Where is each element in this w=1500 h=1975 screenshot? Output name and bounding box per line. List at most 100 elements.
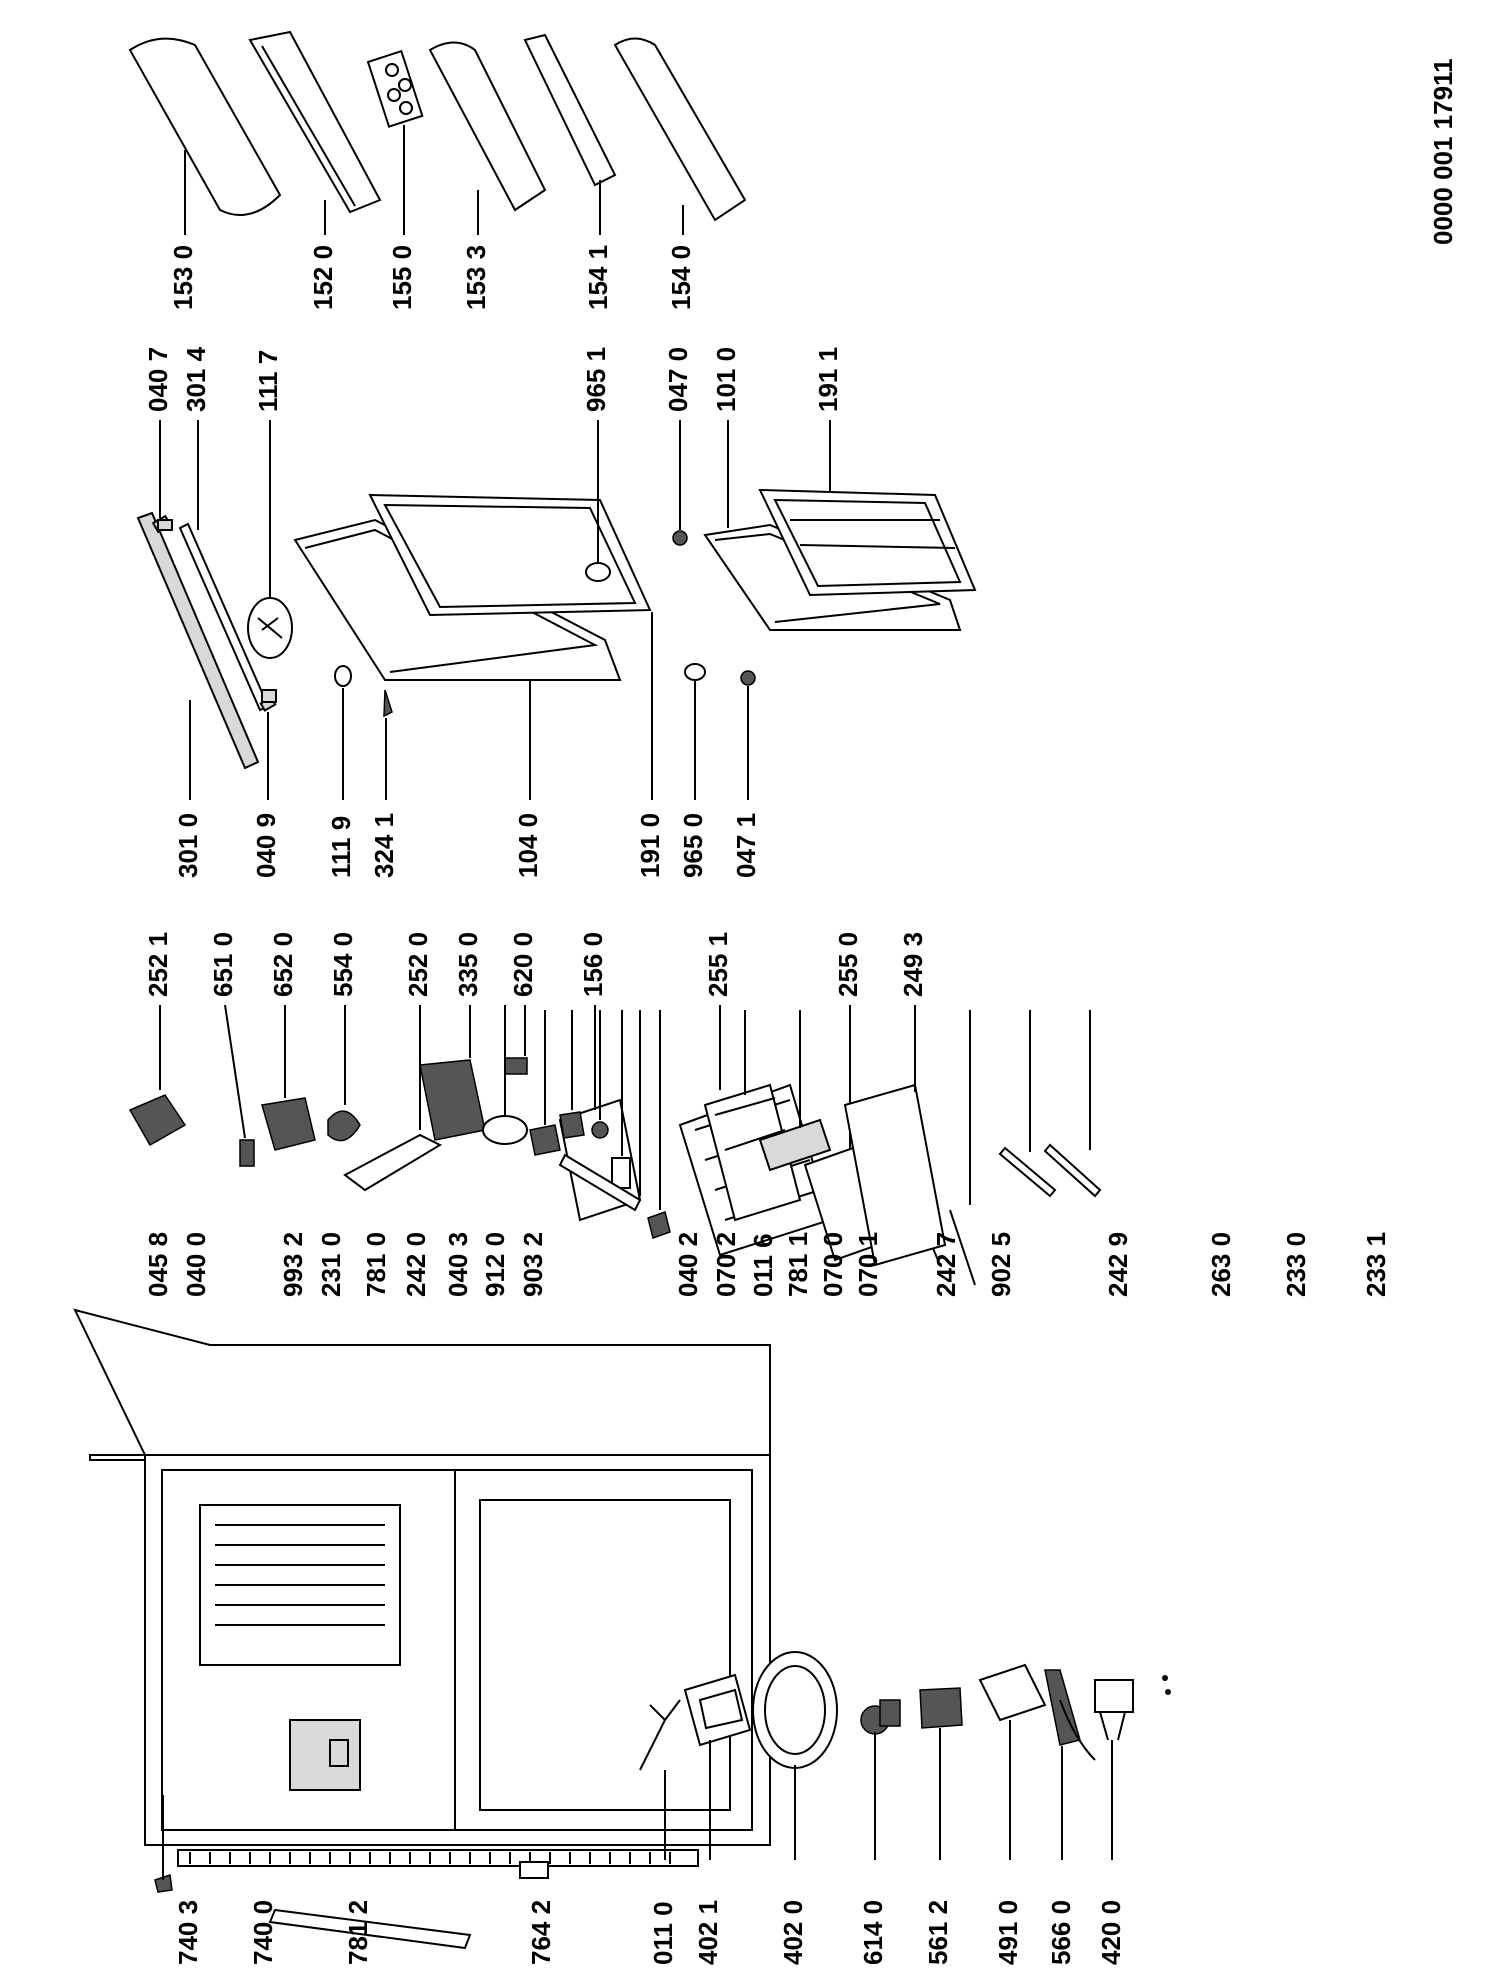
label-781-0: 781 0 (361, 1232, 391, 1297)
label-153-0: 153 0 (168, 245, 198, 310)
label-781-1: 781 1 (783, 1232, 813, 1297)
label-324-1: 324 1 (369, 813, 399, 878)
light-cover (128, 1094, 187, 1147)
door-bin-small (428, 41, 547, 212)
trim-263-0 (949, 1209, 976, 1286)
label-255-1: 255 1 (703, 932, 733, 997)
control-box (419, 1059, 486, 1141)
label-101-0: 101 0 (711, 347, 741, 412)
door-bin-rail (523, 33, 617, 187)
label-993-2: 993 2 (278, 1232, 308, 1297)
label-255-0: 255 0 (833, 932, 863, 997)
lower-door-gasket (758, 488, 977, 597)
slide-233-1 (1043, 1143, 1102, 1198)
document-number: 0000 001 17911 (1428, 58, 1458, 245)
label-242-7: 242 7 (931, 1232, 961, 1297)
label-965-0: 965 0 (678, 813, 708, 878)
label-111-7: 111 7 (253, 350, 283, 412)
label-242-0: 242 0 (401, 1232, 431, 1297)
label-903-2: 903 2 (518, 1232, 548, 1297)
relay-cover-402-1 (683, 1673, 752, 1747)
foot-740-3 (154, 1874, 173, 1893)
drawers-group (703, 1010, 1102, 1286)
knob-335-0 (482, 1115, 528, 1145)
dot-marker (1162, 1675, 1168, 1681)
bushing-047-1 (740, 670, 756, 686)
crisper-drawer-242-7 (703, 1083, 802, 1222)
label-740-3: 740 3 (173, 1900, 203, 1965)
label-011-0: 011 0 (648, 1901, 678, 1965)
label-651-0: 651 0 (208, 932, 238, 997)
part-labels: 153 0 152 0 155 0 153 3 154 1 154 0 040 … (143, 245, 1391, 1965)
label-104-0: 104 0 (513, 813, 543, 878)
label-070-2: 070 2 (711, 1232, 741, 1297)
crisper-cavity (479, 1499, 731, 1811)
hinge-cap (157, 519, 173, 531)
freezer-drawer-242-9 (843, 1083, 947, 1267)
label-652-0: 652 0 (268, 932, 298, 997)
label-111-9: 111 9 (326, 816, 356, 878)
label-233-1: 233 1 (1361, 1232, 1391, 1297)
label-040-2: 040 2 (673, 1232, 703, 1297)
drain-tray-491-0 (978, 1663, 1047, 1722)
roller-764-2 (519, 1861, 549, 1879)
control-housing-242-0 (289, 1719, 361, 1791)
pin-781-1 (611, 1157, 631, 1189)
dot-marker (1165, 1689, 1171, 1695)
hinge-070-1 (647, 1211, 671, 1239)
hinge-070-2 (559, 1111, 585, 1139)
label-249-3: 249 3 (898, 932, 928, 997)
capacitor-420-0 (1094, 1679, 1134, 1713)
compressor-group (639, 1651, 1171, 1860)
label-070-0: 070 0 (818, 1232, 848, 1297)
label-233-0: 233 0 (1281, 1232, 1311, 1297)
bottle-bin (613, 37, 747, 222)
label-011-6: 011 6 (748, 1233, 778, 1297)
label-912-0: 912 0 (480, 1232, 510, 1297)
label-040-0: 040 0 (181, 1232, 211, 1297)
label-154-1: 154 1 (583, 245, 613, 310)
label-156-0: 156 0 (578, 932, 608, 997)
cabinet-group (73, 1308, 771, 1950)
hinge-040-2 (529, 1124, 561, 1156)
label-040-3: 040 3 (443, 1232, 473, 1297)
drawer-rail-252-0 (343, 1133, 443, 1192)
label-301-0: 301 0 (173, 813, 203, 878)
hinge-070-0 (558, 1153, 642, 1212)
door-assembly-group (136, 420, 977, 800)
slide-233-0 (998, 1146, 1057, 1198)
label-620-0: 620 0 (508, 932, 538, 997)
door-shelf-cover (128, 37, 282, 216)
label-614-0: 614 0 (858, 1900, 888, 1965)
label-740-0: 740 0 (248, 1900, 278, 1965)
label-335-0: 335 0 (453, 932, 483, 997)
bottom-parts-group (529, 1010, 671, 1239)
bushing-047-0 (672, 530, 688, 546)
clip-040-9 (261, 689, 277, 703)
clip-620-0 (504, 1057, 528, 1075)
label-301-4: 301 4 (181, 346, 211, 412)
spring-assembly (327, 1110, 361, 1142)
label-155-0: 155 0 (387, 245, 417, 310)
door-stop-top (585, 562, 611, 582)
label-402-1: 402 1 (693, 1900, 723, 1965)
label-152-0: 152 0 (308, 245, 338, 310)
label-420-0: 420 0 (1096, 1900, 1126, 1965)
door-stop-965-0 (684, 663, 706, 681)
screw-011-6 (591, 1121, 609, 1139)
label-047-0: 047 0 (663, 347, 693, 412)
label-561-2: 561 2 (923, 1900, 953, 1965)
thermostat (261, 1097, 316, 1151)
label-965-1: 965 1 (581, 347, 611, 412)
label-070-1: 070 1 (853, 1232, 883, 1297)
label-902-5: 902 5 (986, 1232, 1016, 1297)
upper-door-gasket (368, 493, 652, 617)
label-402-0: 402 0 (778, 1900, 808, 1965)
starter-561-2 (919, 1687, 963, 1729)
lamp-781-0 (329, 1739, 349, 1767)
label-252-1: 252 1 (143, 932, 173, 997)
label-242-9: 242 9 (1103, 1232, 1133, 1297)
label-263-0: 263 0 (1206, 1232, 1236, 1297)
label-154-0: 154 0 (666, 245, 696, 310)
label-047-1: 047 1 (731, 813, 761, 878)
